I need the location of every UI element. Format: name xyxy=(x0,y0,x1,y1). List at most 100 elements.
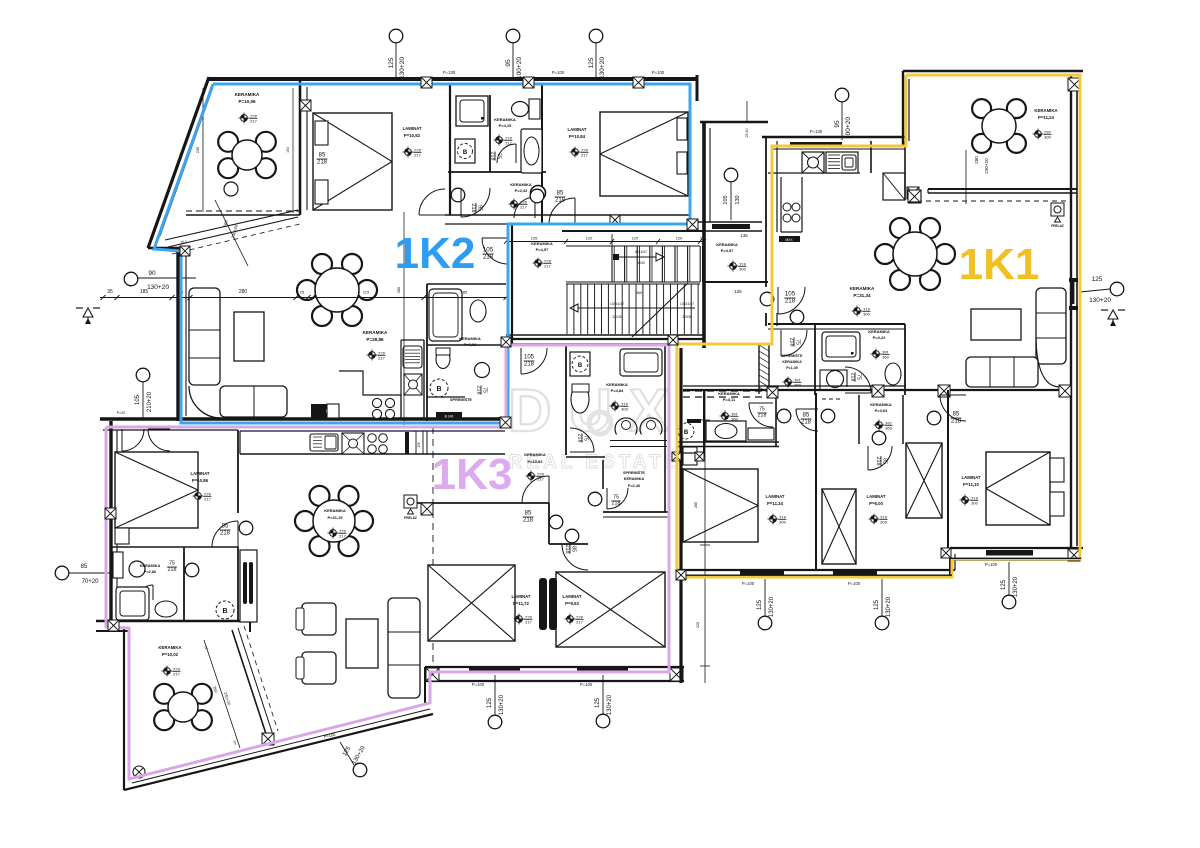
svg-text:218: 218 xyxy=(523,517,534,523)
svg-text:125: 125 xyxy=(1092,276,1103,283)
svg-text:217: 217 xyxy=(173,671,180,676)
svg-text:KERAMIKA: KERAMIKA xyxy=(140,564,161,568)
svg-text:218: 218 xyxy=(801,419,812,425)
svg-text:B: B xyxy=(222,608,227,615)
svg-text:85: 85 xyxy=(319,153,326,159)
svg-text:105: 105 xyxy=(135,394,141,405)
svg-text:LAMINAT: LAMINAT xyxy=(961,475,980,480)
svg-text:P=10,86: P=10,86 xyxy=(192,478,209,483)
svg-text:75: 75 xyxy=(759,407,765,413)
svg-text:381: 381 xyxy=(794,377,801,382)
svg-text:318: 318 xyxy=(621,401,628,406)
svg-text:35: 35 xyxy=(107,289,113,295)
svg-text:KERAMIKA: KERAMIKA xyxy=(158,645,181,650)
svg-text:100+20: 100+20 xyxy=(845,117,852,139)
svg-text:218: 218 xyxy=(483,254,494,261)
svg-text:P=4,84: P=4,84 xyxy=(611,388,625,393)
svg-text:360: 360 xyxy=(885,425,892,430)
svg-text:217: 217 xyxy=(537,476,544,481)
svg-text:218: 218 xyxy=(168,567,177,573)
svg-text:SPREMIŠTE: SPREMIŠTE xyxy=(623,470,645,475)
svg-text:75: 75 xyxy=(482,387,488,393)
svg-text:125: 125 xyxy=(757,599,763,610)
svg-text:LAMINAT: LAMINAT xyxy=(402,126,421,131)
svg-text:B: B xyxy=(684,430,689,436)
svg-text:218: 218 xyxy=(612,501,621,507)
svg-text:B: B xyxy=(436,386,441,393)
svg-text:KERAMIKA: KERAMIKA xyxy=(494,117,516,122)
svg-text:P=10,84: P=10,84 xyxy=(569,134,586,139)
svg-text:KERAMIKA: KERAMIKA xyxy=(363,330,388,335)
svg-text:12X30: 12X30 xyxy=(682,315,692,319)
svg-text:130+20: 130+20 xyxy=(399,57,406,79)
svg-text:85: 85 xyxy=(803,413,810,419)
svg-text:95: 95 xyxy=(477,205,483,211)
svg-text:230+20: 230+20 xyxy=(984,158,989,174)
svg-text:LAMINAT: LAMINAT xyxy=(562,594,581,599)
svg-text:P=4,57: P=4,57 xyxy=(536,247,550,252)
svg-text:85: 85 xyxy=(953,412,960,418)
svg-text:P=11,34: P=11,34 xyxy=(767,501,784,506)
svg-text:25: 25 xyxy=(300,290,305,295)
svg-text:P=6,02: P=6,02 xyxy=(464,342,478,347)
svg-text:LAMINAT: LAMINAT xyxy=(190,471,209,476)
svg-text:P=9,63: P=9,63 xyxy=(565,601,579,606)
svg-text:P=4,15: P=4,15 xyxy=(499,123,513,128)
svg-text:P=11,72: P=11,72 xyxy=(513,601,530,606)
svg-text:217: 217 xyxy=(581,152,588,157)
svg-text:P=28,86: P=28,86 xyxy=(366,337,384,342)
svg-text:300: 300 xyxy=(1044,134,1051,139)
svg-text:125: 125 xyxy=(595,697,601,708)
svg-text:130+20: 130+20 xyxy=(1089,297,1111,304)
svg-text:85: 85 xyxy=(882,458,888,464)
svg-text:P=10,06: P=10,06 xyxy=(238,99,256,104)
svg-text:KERAMIKA: KERAMIKA xyxy=(235,92,260,97)
svg-text:B: B xyxy=(463,150,468,156)
svg-text:B 140: B 140 xyxy=(445,415,454,419)
svg-text:95: 95 xyxy=(834,120,841,128)
svg-text:125: 125 xyxy=(388,57,395,68)
svg-text:75: 75 xyxy=(795,339,801,345)
svg-text:KERAMIKA: KERAMIKA xyxy=(868,329,890,334)
svg-text:75: 75 xyxy=(169,561,175,567)
svg-text:218: 218 xyxy=(875,457,881,466)
svg-text:220: 220 xyxy=(696,622,700,628)
svg-text:105: 105 xyxy=(723,195,729,204)
svg-text:381: 381 xyxy=(731,411,738,416)
svg-text:218: 218 xyxy=(317,159,328,165)
svg-text:125: 125 xyxy=(874,599,880,610)
svg-text:228: 228 xyxy=(520,199,527,204)
svg-text:35,1: 35,1 xyxy=(180,239,187,244)
svg-text:381: 381 xyxy=(882,349,889,354)
svg-text:218: 218 xyxy=(849,373,855,382)
svg-text:85: 85 xyxy=(571,546,577,552)
svg-text:218: 218 xyxy=(524,361,535,367)
svg-text:228: 228 xyxy=(339,528,346,533)
svg-text:KERAMIKA: KERAMIKA xyxy=(782,360,802,364)
svg-text:P=4,57: P=4,57 xyxy=(721,248,735,253)
svg-text:228: 228 xyxy=(378,350,385,355)
svg-text:P=3,11: P=3,11 xyxy=(723,397,736,402)
svg-text:125: 125 xyxy=(487,697,493,708)
svg-text:P=100: P=100 xyxy=(985,562,998,567)
svg-text:12: 12 xyxy=(203,645,208,650)
svg-text:218: 218 xyxy=(564,545,570,554)
svg-text:P=100: P=100 xyxy=(742,581,755,586)
svg-text:218: 218 xyxy=(475,386,481,395)
svg-text:KERAMIKA: KERAMIKA xyxy=(624,477,645,481)
svg-text:25,40: 25,40 xyxy=(745,129,749,138)
svg-text:P=100: P=100 xyxy=(652,70,665,75)
svg-text:260: 260 xyxy=(212,686,219,695)
svg-text:228: 228 xyxy=(576,614,583,619)
svg-text:217: 217 xyxy=(525,619,532,624)
svg-text:LAMINAT: LAMINAT xyxy=(567,127,586,132)
svg-text:50: 50 xyxy=(700,237,704,241)
svg-text:217: 217 xyxy=(505,140,512,145)
svg-text:228: 228 xyxy=(505,135,512,140)
svg-text:PRELAZ: PRELAZ xyxy=(1051,224,1064,228)
svg-text:P=130: P=130 xyxy=(810,129,823,134)
svg-text:85: 85 xyxy=(525,511,532,517)
svg-text:105: 105 xyxy=(524,355,535,361)
svg-text:300: 300 xyxy=(779,519,786,524)
svg-text:P=10,82: P=10,82 xyxy=(527,459,543,464)
